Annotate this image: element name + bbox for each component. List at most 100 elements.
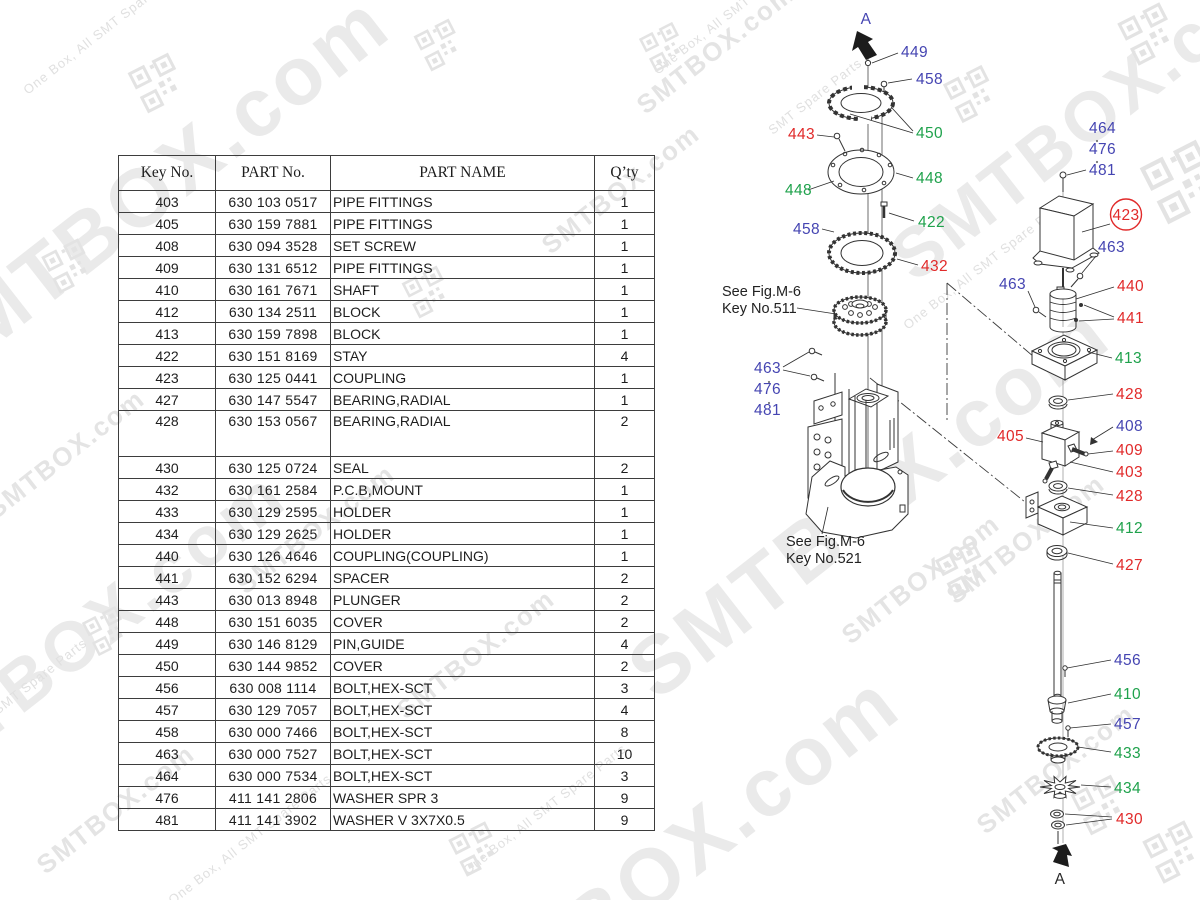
- table-cell: 630 125 0724: [215, 456, 331, 479]
- table-cell: 630 146 8129: [215, 632, 331, 655]
- table-cell: 630 000 7466: [215, 720, 331, 743]
- table-cell: 411 141 2806: [215, 786, 331, 809]
- leader-line: [796, 307, 837, 315]
- column-header: Key No.: [118, 155, 216, 191]
- bolts-463-left: [808, 347, 825, 382]
- table-cell: 630 000 7527: [215, 742, 331, 765]
- table-cell: SET SCREW: [330, 234, 595, 257]
- leader-line: [1087, 450, 1114, 455]
- table-cell: 456: [118, 676, 216, 699]
- part-base-casting-521: [805, 451, 909, 539]
- table-cell: SPACER: [330, 566, 595, 589]
- table-cell: HOLDER: [330, 522, 595, 545]
- part-cover-448: [827, 147, 895, 195]
- table-cell: COVER: [330, 654, 595, 677]
- table-cell: 630 151 8169: [215, 344, 331, 367]
- bearing-428-lower: [1048, 480, 1068, 495]
- table-cell: 409: [118, 256, 216, 279]
- table-cell: 630 152 6294: [215, 566, 331, 589]
- callout-448: 448: [785, 182, 812, 199]
- table-cell: 434: [118, 522, 216, 545]
- table-cell: 433: [118, 500, 216, 523]
- table-cell: 443: [118, 588, 216, 611]
- bearing-428-upper: [1048, 395, 1068, 410]
- table-cell: 4: [594, 344, 655, 367]
- table-cell: HOLDER: [330, 500, 595, 523]
- table-cell: STAY: [330, 344, 595, 367]
- bolt-457: [1065, 725, 1071, 737]
- leader-line: [888, 212, 915, 222]
- leader-line: [871, 52, 899, 64]
- leader-line: [1078, 318, 1115, 322]
- table-cell: 411 141 3902: [215, 808, 331, 831]
- table-cell: 630 153 0567: [215, 410, 331, 457]
- table-cell: 2: [594, 654, 655, 677]
- table-cell: 630 147 5547: [215, 388, 331, 411]
- callout-463: 463: [1098, 239, 1125, 256]
- callout-A: A: [1055, 871, 1066, 888]
- table-cell: 440: [118, 544, 216, 567]
- callout-separator-dots: [767, 139, 1099, 405]
- part-coupling-440: [1049, 286, 1077, 333]
- table-cell: 463: [118, 742, 216, 765]
- table-cell: 630 125 0441: [215, 366, 331, 389]
- table-cell: 630 151 6035: [215, 610, 331, 633]
- callout-440: 440: [1117, 278, 1144, 295]
- table-cell: 9: [594, 786, 655, 809]
- part-shaft-410: [1047, 570, 1067, 724]
- table-cell: PLUNGER: [330, 588, 595, 611]
- plunger-443: [833, 132, 846, 152]
- leader-line: [1064, 813, 1113, 818]
- diagram-note: See Fig.M-6: [786, 534, 865, 550]
- leader-line: [1091, 426, 1114, 441]
- leader-line: [895, 172, 914, 179]
- table-cell: 630 159 7881: [215, 212, 331, 235]
- callout-430: 430: [1116, 811, 1143, 828]
- leader-line: [1069, 521, 1114, 529]
- part-coupling-housing-423: [1032, 195, 1100, 288]
- callout-427: 427: [1116, 557, 1143, 574]
- leader-line: [1067, 552, 1114, 565]
- leader-line: [1077, 746, 1112, 753]
- table-cell: BOLT,HEX-SCT: [330, 698, 595, 721]
- table-cell: 1: [594, 212, 655, 235]
- leader-line: [896, 258, 919, 266]
- table-cell: P.C.B,MOUNT: [330, 478, 595, 501]
- table-cell: 4: [594, 632, 655, 655]
- table-cell: 9: [594, 808, 655, 831]
- callout-463: 463: [999, 276, 1026, 293]
- table-cell: PIN,GUIDE: [330, 632, 595, 655]
- table-cell: 450: [118, 654, 216, 677]
- table-cell: WASHER SPR 3: [330, 786, 595, 809]
- table-cell: 1: [594, 234, 655, 257]
- table-cell: 1: [594, 190, 655, 213]
- table-cell: BOLT,HEX-SCT: [330, 742, 595, 765]
- washer-pin-481: [1059, 171, 1067, 192]
- callout-433: 433: [1114, 745, 1141, 762]
- callout-458: 458: [916, 71, 943, 88]
- table-cell: 1: [594, 322, 655, 345]
- table-cell: BOLT,HEX-SCT: [330, 676, 595, 699]
- table-cell: 630 144 9852: [215, 654, 331, 677]
- table-cell: WASHER V 3X7X0.5: [330, 808, 595, 831]
- table-cell: 630 129 2625: [215, 522, 331, 545]
- callout-layer: A449458450443448448422458432463476481464…: [722, 11, 1144, 888]
- leader-line: [887, 78, 913, 84]
- table-cell: 10: [594, 742, 655, 765]
